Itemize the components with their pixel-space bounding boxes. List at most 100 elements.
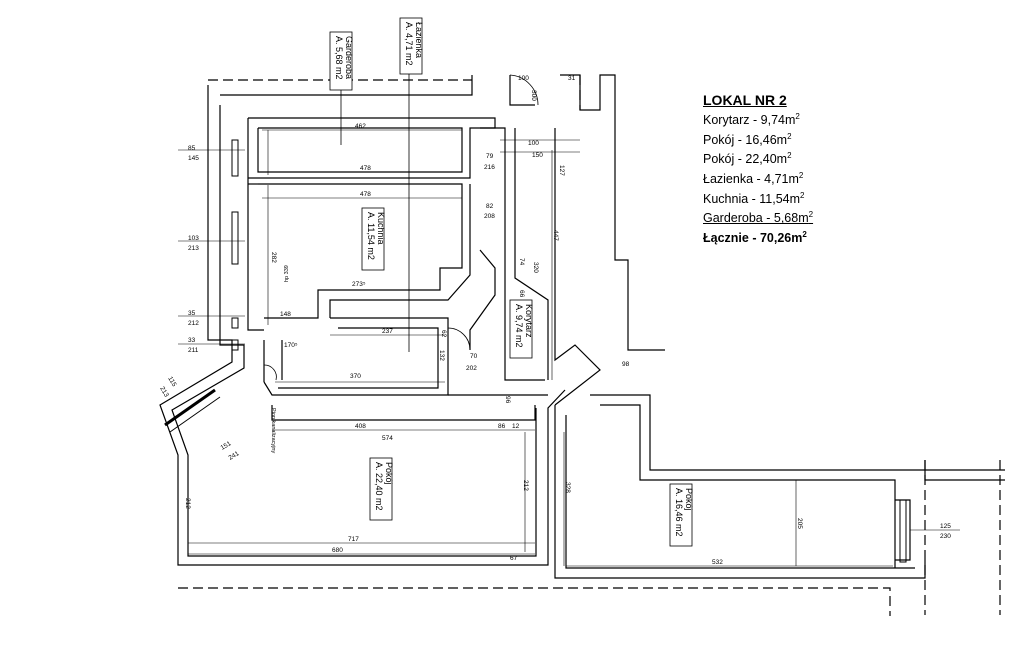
room-name: Garderoba	[344, 36, 354, 79]
dimension-label: 230	[940, 533, 951, 540]
room-label-pokoj-small: Pokój A. 16,46 m2	[669, 483, 694, 547]
room-area: A. 5,68 m2	[334, 36, 344, 80]
dimension-label: 86	[498, 423, 506, 430]
dimension-label: 205	[796, 518, 803, 529]
room-name: Korytarz	[524, 304, 534, 338]
legend-row-lazienka: Łazienka - 4,71m2	[703, 170, 804, 187]
dimension-label: 212	[184, 498, 191, 509]
interior-wall	[247, 118, 264, 331]
dimension-label: 408	[355, 423, 366, 430]
dimension-label: 132	[438, 350, 445, 361]
room-label-korytarz: Korytarz A. 9,74 m2	[509, 299, 534, 359]
dimension-label: 300	[530, 90, 537, 101]
legend-row-total: Łącznie - 70,26m2	[703, 229, 807, 246]
dimension-label: 532	[712, 559, 723, 566]
dimension-label: 150	[532, 152, 543, 159]
interior-wall	[248, 117, 496, 179]
dimension-label: 85	[188, 145, 196, 152]
dimension-label: 100	[518, 75, 529, 82]
pion-note: Pion kanalizacyjny	[270, 408, 276, 453]
room-label-garderoba: Garderoba A. 5,68 m2	[329, 31, 354, 91]
outer-wall	[600, 404, 896, 568]
dimension-label: 478	[360, 165, 371, 172]
outer-wall	[895, 499, 911, 561]
dimension-label: 447	[552, 230, 559, 241]
legend-row-korytarz: Korytarz - 9,74m2	[703, 112, 800, 128]
outer-wall	[590, 394, 1005, 471]
dimension-label: 31	[568, 75, 576, 82]
dimension-label: 320	[532, 262, 539, 273]
dimension-label: 79	[486, 153, 494, 160]
dimension-label: 202	[466, 365, 477, 372]
interior-wall	[258, 183, 463, 319]
room-area: A. 11,54 m2	[366, 212, 376, 260]
dimension-label: 82	[486, 203, 494, 210]
dimension-label: 213	[158, 386, 170, 399]
dimension-label: 212	[522, 480, 529, 491]
dimension-label: 125	[940, 523, 951, 530]
dimension-label: 62	[440, 330, 447, 338]
dimension-label: 328	[564, 482, 571, 493]
interior-wall	[263, 317, 449, 396]
dimension-label: 100	[528, 140, 539, 147]
dimension-label: 216	[484, 164, 495, 171]
outer-wall	[509, 75, 535, 106]
dimension-label: 282	[270, 252, 277, 263]
dimension-label: 212	[188, 320, 199, 327]
dimension-label: 370	[350, 373, 361, 380]
room-name: Pokój	[684, 488, 694, 511]
dimension-label: 127	[558, 165, 565, 176]
room-area: A. 16,46 m2	[674, 488, 684, 537]
room-label-lazienka: Łazienka A. 4,71 m2	[399, 17, 424, 75]
height-note: hp 339	[284, 265, 290, 282]
outer-wall	[560, 74, 665, 351]
dimension-label: 208	[484, 213, 495, 220]
legend-row-garderoba: Garderoba - 5,68m2	[703, 210, 814, 226]
dimension-label: 103	[188, 235, 199, 242]
dimension-label: 462	[355, 123, 366, 130]
dimension-label: 680	[332, 547, 343, 554]
legend-row-kuchnia: Kuchnia - 11,54m2	[703, 190, 805, 206]
dimension-label: 66	[518, 290, 525, 298]
room-area: A. 22,40 m2	[374, 462, 384, 511]
room-name: Pokój	[384, 462, 394, 485]
area-legend: LOKAL NR 2 Korytarz - 9,74m2 Pokój - 16,…	[703, 91, 853, 247]
legend-row-pokoj-1: Pokój - 16,46m2	[703, 131, 792, 147]
dimension-label: 151	[220, 440, 233, 452]
dimension-label: 145	[188, 155, 199, 162]
dimension-label: 213	[188, 245, 199, 252]
dimension-label: 273⁵	[352, 281, 366, 288]
dimension-label: 478	[360, 191, 371, 198]
outer-wall	[554, 405, 926, 579]
interior-wall	[271, 405, 536, 421]
interior-wall	[554, 128, 601, 406]
dimension-label: 96	[504, 396, 511, 404]
dimension-label: 170⁵	[284, 342, 298, 349]
dimension-label: 12	[512, 423, 520, 430]
room-name: Łazienka	[414, 22, 424, 58]
outer-wall	[220, 75, 473, 96]
dimension-label: 574	[382, 435, 393, 442]
room-area: A. 9,74 m2	[514, 304, 524, 348]
dimension-label: 115	[166, 376, 177, 389]
dimension-label: 74	[518, 258, 525, 266]
interior-wall	[480, 127, 545, 381]
legend-row-pokoj-2: Pokój - 22,40m2	[703, 151, 792, 167]
room-area: A. 4,71 m2	[404, 22, 414, 66]
room-label-kuchnia: Kuchnia A. 11,54 m2	[361, 207, 386, 271]
dimension-label: 67	[510, 555, 518, 562]
dimension-label: 241	[228, 450, 241, 462]
dimension-label: 98	[622, 361, 630, 368]
outer-wall	[171, 105, 537, 557]
interior-wall	[329, 184, 471, 318]
interior-wall	[469, 249, 496, 350]
dimension-label: 211	[188, 347, 199, 354]
legend-title: LOKAL NR 2	[703, 92, 787, 108]
dimension-label: 148	[280, 311, 291, 318]
room-label-pokoj-large: Pokój A. 22,40 m2	[369, 457, 394, 521]
dimension-labels: 462 478 478 273⁵ 237 370 170⁵ 148 408 57…	[158, 75, 951, 566]
dimension-label: 70	[470, 353, 478, 360]
interior-wall	[278, 327, 439, 389]
interior-wall	[514, 128, 549, 380]
